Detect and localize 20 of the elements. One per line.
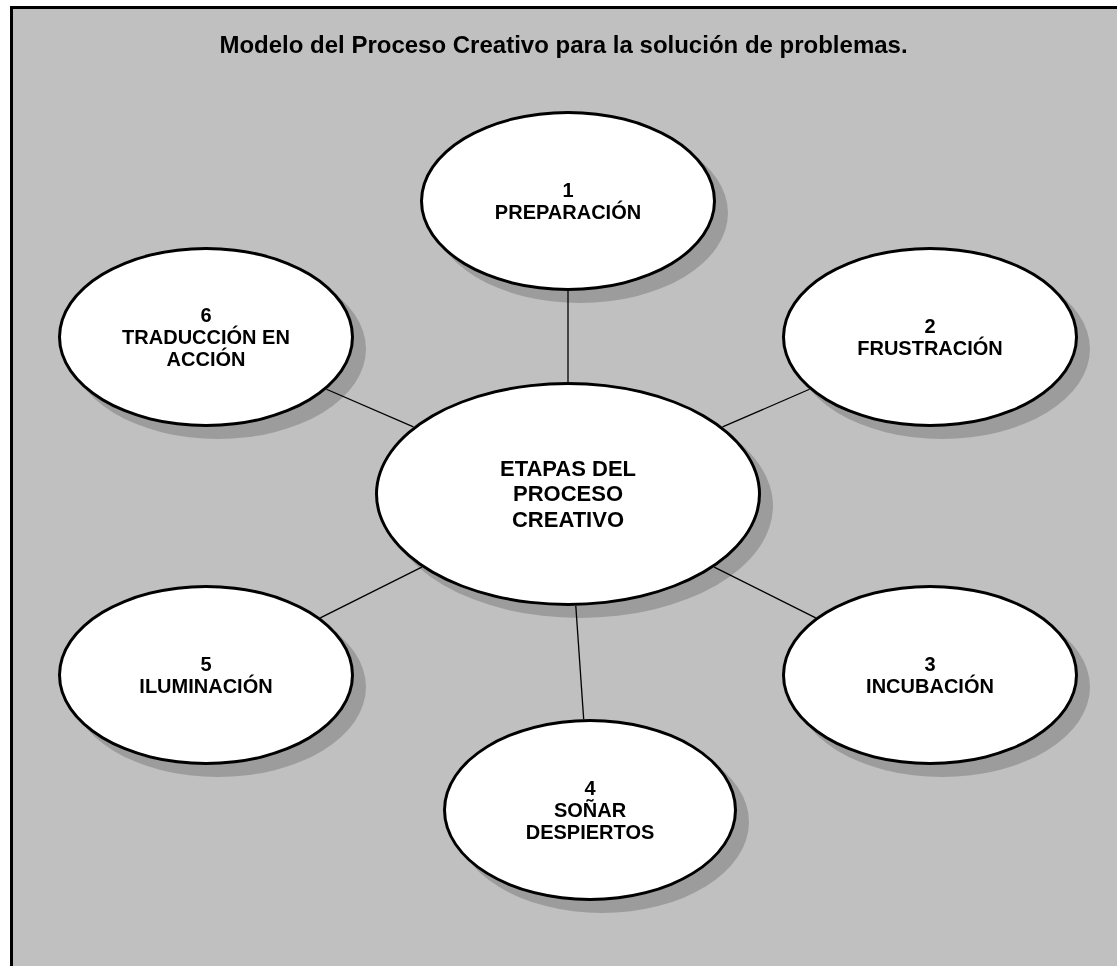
stage-number: 5 bbox=[200, 653, 212, 675]
connector-line bbox=[319, 566, 423, 619]
connector-line bbox=[721, 388, 811, 428]
stage-number: 2 bbox=[924, 315, 936, 337]
stage-name: PREPARACIÓN bbox=[493, 201, 643, 223]
center-label: ETAPAS DEL PROCESO CREATIVO bbox=[498, 456, 638, 532]
connector-line bbox=[567, 290, 569, 383]
stage-name: TRADUCCIÓN EN ACCIÓN bbox=[121, 326, 291, 370]
stage-name: ILUMINACIÓN bbox=[138, 675, 274, 697]
stage-name: FRUSTRACIÓN bbox=[856, 337, 1004, 359]
connector-line bbox=[575, 605, 585, 720]
stage-name: SOÑAR DESPIERTOS bbox=[524, 799, 656, 843]
stage-number: 4 bbox=[584, 777, 596, 799]
stage-number: 3 bbox=[924, 653, 936, 675]
stage-name: INCUBACIÓN bbox=[865, 675, 995, 697]
connector-line bbox=[325, 388, 415, 428]
stage-number: 6 bbox=[200, 304, 212, 326]
stage-number: 1 bbox=[562, 179, 574, 201]
title: Modelo del Proceso Creativo para la solución de problemas. bbox=[218, 30, 909, 60]
connector-line bbox=[713, 566, 817, 619]
